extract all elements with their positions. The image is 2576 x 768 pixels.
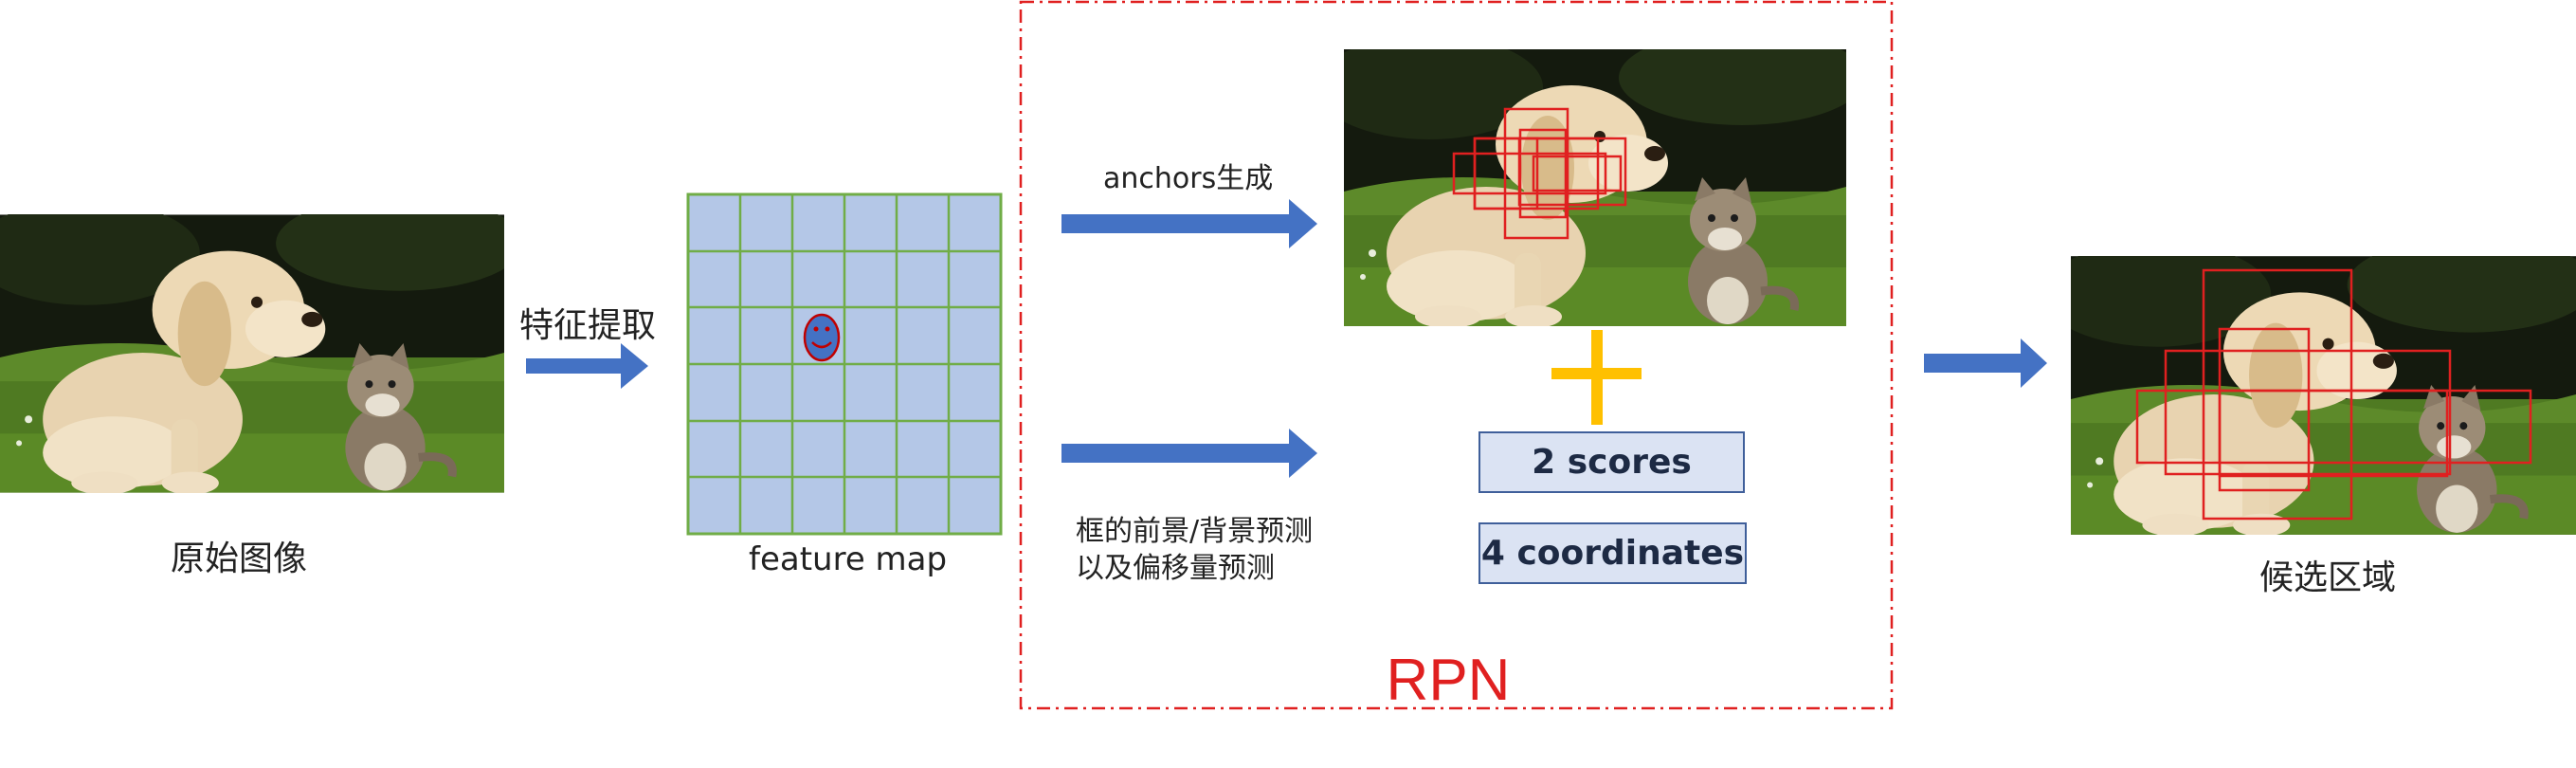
coordinates-box: 4 coordinates bbox=[1478, 522, 1747, 584]
anchors-image bbox=[1315, 30, 1865, 328]
feature-map-grid bbox=[686, 192, 1003, 536]
feature-extract-label: 特征提取 bbox=[519, 306, 657, 345]
scores-box: 2 scores bbox=[1478, 431, 1745, 493]
anchor-boxes bbox=[1452, 107, 1627, 240]
smiley-icon bbox=[803, 313, 841, 362]
arrow-proposals bbox=[1924, 338, 2047, 388]
arrow-prediction bbox=[1061, 429, 1317, 478]
rpn-label: RPN bbox=[1387, 648, 1511, 713]
arrow-feature-extract bbox=[526, 343, 648, 389]
prediction-label-line1: 框的前景/背景预测 bbox=[1076, 515, 1314, 548]
rpn-region bbox=[1019, 0, 1894, 710]
plus-icon bbox=[1551, 330, 1642, 425]
anchors-gen-label: anchors生成 bbox=[1103, 162, 1274, 195]
original-image-label: 原始图像 bbox=[171, 539, 308, 578]
proposal-boxes bbox=[2135, 268, 2532, 521]
prediction-label-line2: 以及偏移量预测 bbox=[1076, 552, 1275, 585]
original-image bbox=[0, 195, 523, 494]
feature-map-label: feature map bbox=[749, 540, 948, 578]
arrow-anchors bbox=[1061, 199, 1317, 248]
proposals-label: 候选区域 bbox=[2259, 558, 2397, 597]
